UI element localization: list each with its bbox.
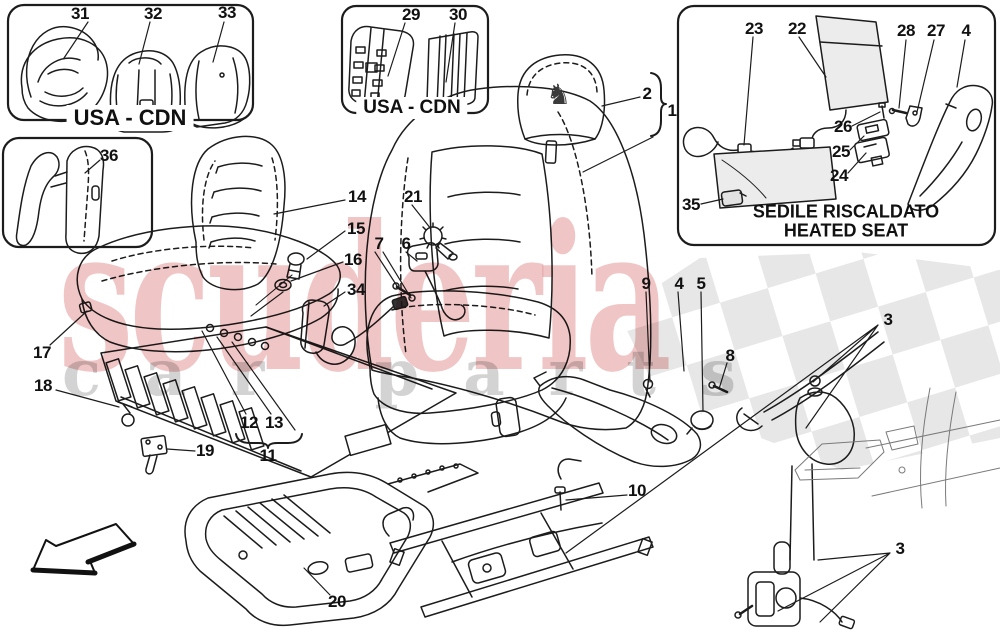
part-callout-13: 13 bbox=[265, 413, 283, 432]
module-25 bbox=[856, 118, 890, 142]
leader-lines bbox=[49, 21, 966, 623]
part-callout-22: 22 bbox=[788, 19, 806, 38]
car-body-sketch bbox=[794, 387, 1000, 509]
part-callout-15: 15 bbox=[347, 219, 365, 238]
part-callout-1: 1 bbox=[667, 101, 677, 120]
part-callout-7: 7 bbox=[374, 234, 384, 253]
part-callout-23: 23 bbox=[745, 19, 763, 38]
part-callout-4: 4 bbox=[674, 274, 684, 293]
sensor-34 bbox=[300, 295, 409, 365]
part-callout-31: 31 bbox=[71, 4, 89, 23]
brace-item-11 bbox=[235, 433, 303, 449]
bracket-27 bbox=[905, 105, 923, 127]
side-trim-4-spare bbox=[907, 84, 994, 211]
part-callout-24: 24 bbox=[830, 166, 848, 185]
mounting-guide-lines bbox=[250, 274, 293, 317]
clip-18 bbox=[117, 401, 135, 427]
part-callout-27: 27 bbox=[927, 21, 945, 40]
screw-28 bbox=[888, 107, 908, 115]
checkered-flag-watermark bbox=[618, 252, 1000, 470]
part-callout-19: 19 bbox=[196, 441, 214, 460]
heated-seat-title-english: HEATED SEAT bbox=[783, 221, 909, 241]
seat-base-pan-drawing bbox=[184, 463, 479, 627]
part-callout-32: 32 bbox=[144, 4, 162, 23]
screw-8 bbox=[708, 381, 729, 394]
frame-box bbox=[1, 136, 154, 249]
brace-item-1 bbox=[650, 72, 667, 137]
ferrari-horse-icon: ♞ bbox=[546, 78, 571, 111]
backrest-pad-14-drawing bbox=[190, 135, 286, 291]
heated-seat-title-italian: SEDILE RISCALDATO bbox=[752, 201, 940, 222]
part-callout-3: 3 bbox=[883, 310, 893, 329]
bolt-26 bbox=[878, 102, 886, 119]
screw-10 bbox=[554, 486, 566, 511]
part-callout-4: 4 bbox=[961, 21, 971, 40]
plug-21 bbox=[419, 222, 458, 261]
bracket-19 bbox=[140, 434, 168, 475]
heated-seat-title: SEDILE RISCALDATO HEATED SEAT bbox=[752, 201, 940, 242]
part-callout-36: 36 bbox=[100, 146, 118, 165]
bolt-9 bbox=[642, 378, 654, 398]
part-callout-2: 2 bbox=[642, 84, 652, 103]
heated-cushion-pad bbox=[713, 146, 837, 209]
heated-backrest-pad-22 bbox=[792, 15, 889, 149]
part-callout-20: 20 bbox=[328, 592, 346, 611]
part-callout-18: 18 bbox=[34, 376, 52, 395]
part-callout-17: 17 bbox=[33, 343, 51, 362]
part-callout-14: 14 bbox=[348, 187, 366, 206]
part-callout-35: 35 bbox=[682, 195, 700, 214]
part-callout-16: 16 bbox=[344, 250, 362, 269]
seat-pan-springs-drawing bbox=[100, 323, 457, 478]
part-callout-26: 26 bbox=[834, 117, 852, 136]
part-callout-30: 30 bbox=[449, 5, 467, 24]
part-callout-12: 12 bbox=[240, 413, 258, 432]
part-callout-28: 28 bbox=[897, 21, 915, 40]
part-callout-6: 6 bbox=[401, 234, 411, 253]
part-callout-8: 8 bbox=[725, 346, 735, 365]
part-callout-3: 3 bbox=[895, 539, 905, 558]
part-callout-33: 33 bbox=[218, 3, 236, 22]
part-callout-10: 10 bbox=[628, 481, 646, 500]
child-seats-box-title: USA - CDN bbox=[66, 105, 194, 131]
washer-16 bbox=[274, 278, 292, 292]
screw-15 bbox=[286, 252, 305, 280]
buckle-6 bbox=[406, 242, 466, 321]
pad-29-drawing bbox=[348, 25, 415, 108]
part-callout-5: 5 bbox=[696, 274, 706, 293]
seat-cushion-foam-drawing bbox=[76, 225, 341, 353]
part-callout-25: 25 bbox=[832, 142, 850, 161]
part-callout-21: 21 bbox=[404, 187, 422, 206]
seatbelt-drawing bbox=[734, 331, 885, 630]
part-callout-11: 11 bbox=[259, 446, 277, 465]
part-callout-29: 29 bbox=[402, 5, 420, 24]
part-callout-9: 9 bbox=[641, 274, 651, 293]
seat-rails-drawing bbox=[382, 458, 654, 618]
child-seat-33-drawing bbox=[184, 45, 251, 129]
child-seat-31-drawing bbox=[20, 26, 109, 123]
connector-35 bbox=[720, 189, 747, 207]
direction-arrow bbox=[30, 523, 137, 576]
usa-pads-box-title: USA - CDN bbox=[356, 97, 468, 119]
part-callout-34: 34 bbox=[347, 280, 365, 299]
cap-5 bbox=[686, 410, 714, 435]
main-seat-drawing bbox=[364, 54, 702, 468]
